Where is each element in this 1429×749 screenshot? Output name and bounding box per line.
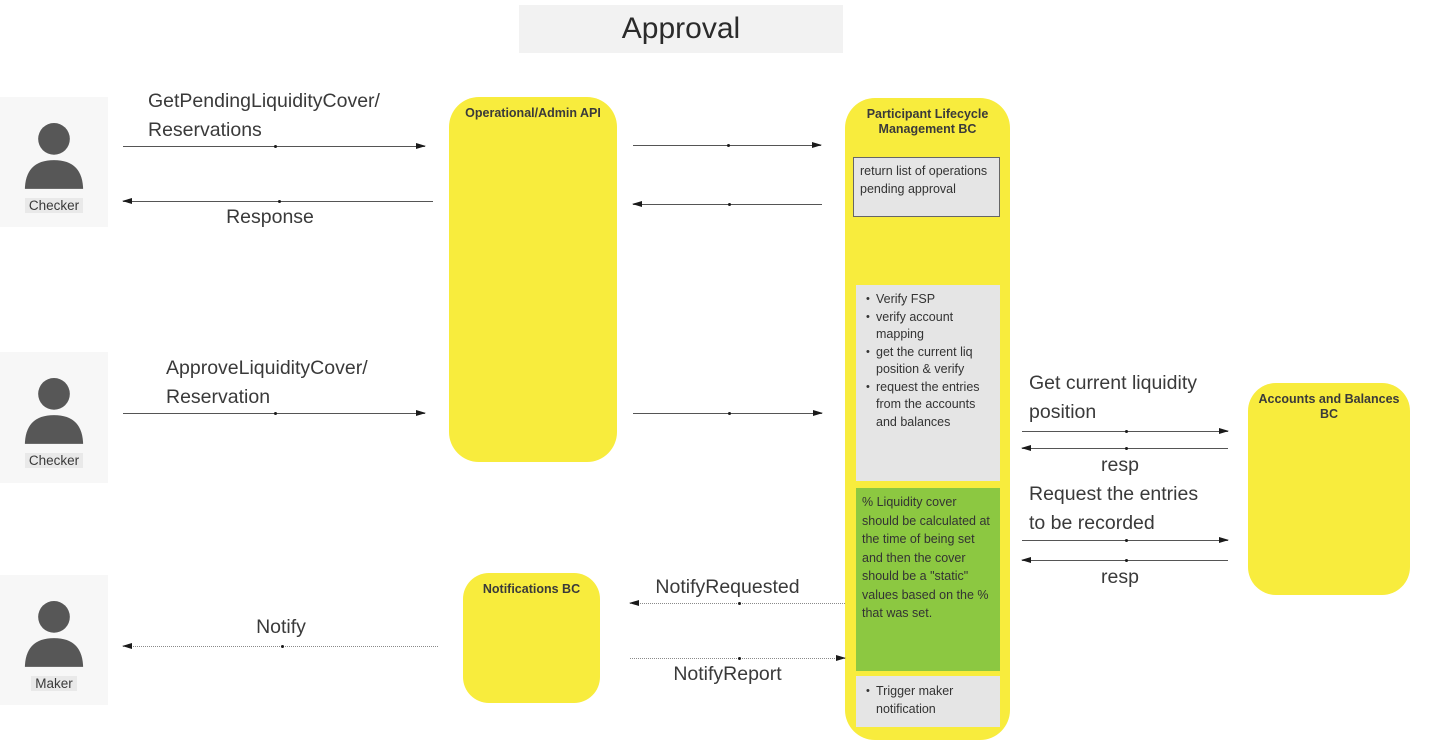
message-notify-requested-label: NotifyRequested — [655, 576, 800, 598]
component-operational-admin-api: Operational/Admin API — [449, 97, 617, 462]
arrow-notify — [122, 643, 438, 649]
arrow-api-to-plm-2 — [633, 410, 823, 416]
message-request-entries-label: Request the entries to be recorded — [1029, 483, 1199, 534]
component-title: Participant Lifecycle Management BC — [866, 107, 989, 136]
message-approve-label: ApproveLiquidityCover/ Reservation — [166, 357, 368, 408]
arrow-notify-requested — [629, 600, 845, 606]
arrow-notify-report — [630, 655, 846, 661]
actor-label: Maker — [31, 676, 77, 691]
arrow-liq-resp — [1021, 445, 1228, 451]
arrow-plm-to-api-1 — [632, 201, 822, 207]
note-bullet: get the current liq position & verify — [864, 344, 996, 379]
arrow-api-to-plm-1 — [633, 142, 822, 148]
actor-label: Checker — [24, 453, 84, 468]
note-return-list: return list of operations pending approv… — [853, 157, 1000, 217]
message-get-pending-label: GetPendingLiquidityCover/ Reservations — [148, 90, 380, 141]
message-notify-label: Notify — [256, 616, 306, 638]
actor-checker-2: Checker — [0, 352, 108, 483]
arrow-get-liq-position — [1022, 428, 1229, 434]
person-icon — [21, 601, 87, 671]
note-bullet: verify account mapping — [864, 309, 996, 344]
message-notify-report-label: NotifyReport — [673, 663, 782, 685]
note-bullet: Trigger maker notification — [864, 683, 996, 718]
component-title: Notifications BC — [482, 582, 581, 596]
note-trigger-maker: Trigger maker notification — [856, 676, 1000, 727]
diagram-title: Approval — [519, 5, 843, 53]
message-response-label: Response — [226, 206, 314, 228]
arrow-get-pending — [123, 143, 426, 149]
arrow-response — [122, 198, 433, 204]
message-get-current-liq-label: Get current liquidity position — [1029, 372, 1197, 423]
note-bullet: Verify FSP — [864, 291, 996, 309]
actor-maker: Maker — [0, 575, 108, 705]
note-liquidity-cover: % Liquidity cover should be calculated a… — [856, 488, 1000, 671]
person-icon — [21, 123, 87, 193]
message-resp1-label: resp — [1101, 454, 1139, 476]
component-title: Accounts and Balances BC — [1258, 392, 1400, 421]
message-resp2-label: resp — [1101, 566, 1139, 588]
note-verify-steps: Verify FSP verify account mapping get th… — [856, 285, 1000, 481]
actor-checker-1: Checker — [0, 97, 108, 227]
arrow-approve — [123, 410, 426, 416]
component-notifications-bc: Notifications BC — [463, 573, 600, 703]
person-icon — [21, 378, 87, 448]
arrow-request-entries — [1022, 537, 1229, 543]
component-title: Operational/Admin API — [465, 106, 601, 120]
note-bullet: request the entries from the accounts an… — [864, 379, 996, 432]
arrow-entries-resp — [1021, 557, 1228, 563]
actor-label: Checker — [24, 198, 84, 213]
component-accounts-balances-bc: Accounts and Balances BC — [1248, 383, 1410, 595]
